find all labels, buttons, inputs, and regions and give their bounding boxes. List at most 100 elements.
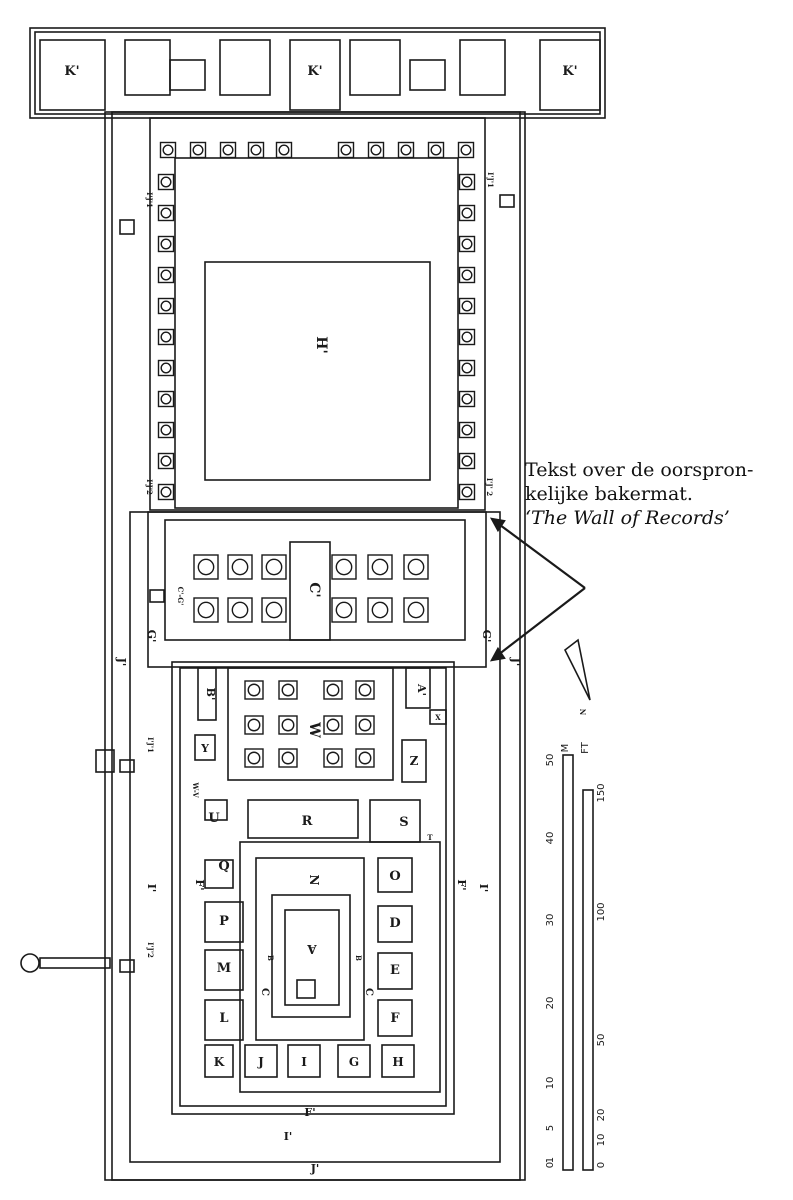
label-w: W [306, 721, 322, 738]
label-y: Y [200, 742, 209, 755]
column [427, 141, 445, 159]
column-drum [160, 269, 172, 281]
label-o: O [389, 869, 400, 884]
column-drum [461, 455, 473, 467]
column-drum [247, 751, 261, 765]
column-drum [265, 601, 283, 619]
scale-tick-ft: 50 [596, 1034, 607, 1047]
label-j-bottom: J' [310, 1162, 320, 1175]
annotation-text: Tekst over de oorspron- kelijke bakermat… [525, 458, 793, 530]
column [157, 204, 175, 222]
column [355, 715, 375, 735]
column-drum [326, 718, 340, 732]
column [323, 680, 343, 700]
column-drum [371, 601, 389, 619]
label-u: U [208, 811, 220, 826]
label-a-prime: A' [415, 683, 428, 696]
column-drum [160, 455, 172, 467]
scale-tick-ft: 150 [596, 783, 607, 802]
label-n: N [307, 875, 321, 886]
column-drum [407, 558, 425, 576]
label-g: G [349, 1055, 359, 1069]
label-t: T [427, 833, 433, 842]
label-p: P [219, 914, 229, 929]
column [397, 141, 415, 159]
column-drum [281, 751, 295, 765]
column [458, 390, 476, 408]
column [157, 483, 175, 501]
column [458, 328, 476, 346]
column [458, 297, 476, 315]
column-drum [326, 751, 340, 765]
column [159, 141, 177, 159]
label-m: M [217, 961, 231, 976]
label-j: J [257, 1055, 264, 1069]
scale-tick-m: 20 [545, 997, 556, 1010]
label-k: K [214, 1055, 225, 1069]
label-i: I [301, 1055, 307, 1069]
label-b-prime: B' [204, 688, 217, 701]
column [157, 359, 175, 377]
column-drum [160, 300, 172, 312]
column [193, 597, 219, 623]
column [355, 680, 375, 700]
scale-tick-m: 40 [545, 832, 556, 845]
column [227, 554, 253, 580]
column-drum [281, 718, 295, 732]
column [278, 715, 298, 735]
label-f: F [390, 1011, 400, 1026]
label-ij2-right: I'J' 2 [485, 478, 494, 496]
column-drum [370, 144, 382, 156]
column-drum [192, 144, 204, 156]
label-c-right: C [363, 988, 374, 996]
column-drum [407, 601, 425, 619]
column [458, 173, 476, 191]
column [337, 141, 355, 159]
label-j-right: J' [509, 657, 522, 667]
label-r: R [302, 814, 313, 829]
column-drum [247, 718, 261, 732]
column-drum [461, 300, 473, 312]
label-f-bottom: F' [304, 1106, 315, 1119]
column-drum [231, 558, 249, 576]
column [157, 266, 175, 284]
annotation-line-1: Tekst over de oorspron- [525, 459, 754, 481]
scale-tick-ft: 20 [596, 1109, 607, 1122]
label-ij1-top-left: I'J'1 [145, 192, 154, 208]
column-drum [358, 751, 372, 765]
label-q: Q [218, 859, 229, 874]
column-drum [160, 393, 172, 405]
scale-tick-m: 10 [545, 1077, 556, 1090]
column-drum [231, 601, 249, 619]
column-drum [197, 601, 215, 619]
label-f-right: F' [455, 879, 468, 890]
label-g-right: G' [480, 630, 493, 643]
column [403, 597, 429, 623]
column-drum [160, 176, 172, 188]
column [189, 141, 207, 159]
column [275, 141, 293, 159]
column [261, 597, 287, 623]
column-drum [160, 486, 172, 498]
column [355, 748, 375, 768]
column [367, 597, 393, 623]
column-drum [461, 424, 473, 436]
column-drum [281, 683, 295, 697]
scale-unit-ft: FT [580, 741, 591, 754]
column [247, 141, 265, 159]
label-wv: W-V [191, 781, 200, 798]
column [323, 715, 343, 735]
column-drum [162, 144, 174, 156]
column [457, 141, 475, 159]
column [227, 597, 253, 623]
column-drum [461, 176, 473, 188]
column-drum [340, 144, 352, 156]
label-courtyard: H' [313, 336, 329, 354]
column-drum [461, 362, 473, 374]
annotation-line-2: kelijke bakermat. [525, 483, 693, 505]
column-drum [250, 144, 262, 156]
label-c-left: C [259, 988, 270, 996]
scale-unit-m: M [560, 744, 571, 753]
scale-tick-m: 1 [545, 1157, 556, 1163]
